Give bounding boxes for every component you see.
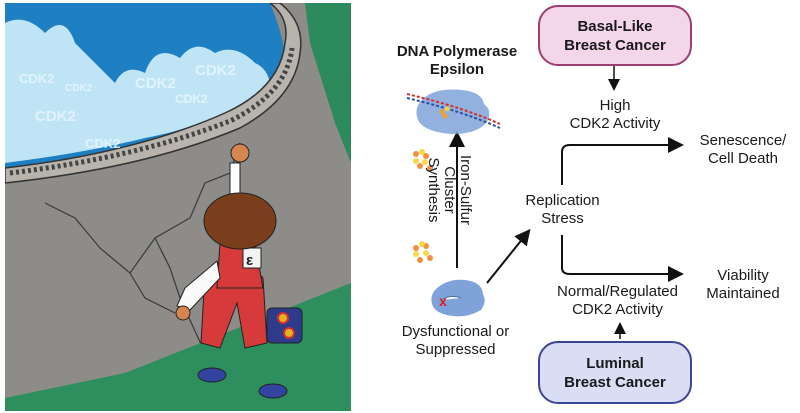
iron-sulfur-cluster-icon [413, 149, 433, 171]
cdk2-label: CDK2 [135, 75, 176, 92]
normal-cdk2-label: Normal/Regulated CDK2 Activity [557, 283, 678, 318]
dysfunctional-label: Dysfunctional or Suppressed [401, 323, 510, 358]
iron-sulfur-cluster-icon [413, 241, 433, 263]
cdk2-label: CDK2 [65, 83, 93, 94]
shirt-epsilon: ε [246, 252, 253, 269]
error-x-mark: x [439, 293, 447, 309]
cdk2-label: CDK2 [35, 108, 76, 125]
curly-hair [203, 192, 277, 250]
dna-helix [9, 47, 295, 176]
dysfunctional-polymerase-icon: x [431, 279, 485, 317]
child-figure: ε [175, 143, 303, 399]
basal-like-breast-cancer-box: Basal-Like Breast Cancer [538, 5, 692, 66]
high-cdk2-label: High CDK2 Activity [569, 97, 661, 132]
arrow-stress-to-senescence [561, 137, 684, 185]
wall-cracks [44, 142, 241, 354]
cdk2-label: CDK2 [85, 136, 120, 151]
replication-stress-label: Replication Stress [525, 192, 600, 227]
water-foam [5, 19, 270, 163]
senescence-cell-death-label: Senescence/ Cell Death [699, 132, 787, 167]
cdk2-label: CDK2 [195, 62, 236, 79]
polymerase-title: DNA Polymerase Epsilon [396, 43, 518, 78]
cdk2-label: CDK2 [19, 71, 54, 86]
dam-illustration: CDK2 CDK2 CDK2 CDK2 CDK2 CDK2 CDK2 ε [5, 3, 351, 411]
luminal-breast-cancer-box: Luminal Breast Cancer [538, 341, 692, 404]
arrow-stress-to-viability [561, 235, 684, 282]
viability-maintained-label: Viability Maintained [706, 267, 780, 302]
grass-top-right [305, 3, 351, 163]
grass-slope [5, 283, 351, 411]
iron-sulfur-label: Iron-Sulfur Cluster Synthesis [425, 154, 474, 226]
arrow-dysfunction-to-stress [486, 228, 531, 284]
polymerase-epsilon-icon [406, 89, 501, 134]
cdk2-label: CDK2 [175, 92, 208, 106]
